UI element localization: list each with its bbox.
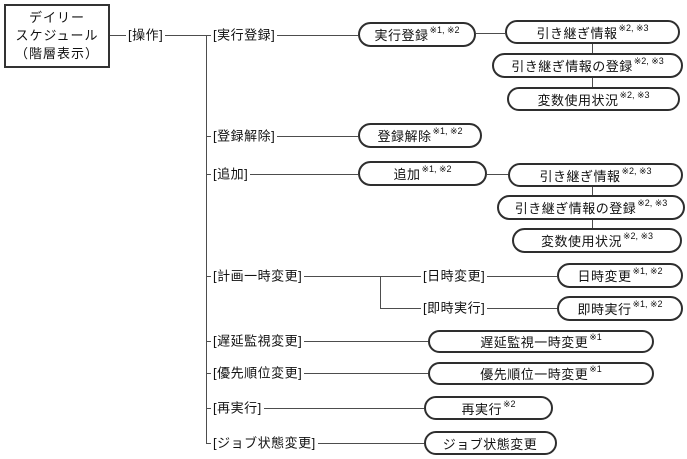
connector-takeover-a1-a2 bbox=[592, 44, 593, 53]
connector-branch-delay-monitor bbox=[206, 341, 428, 342]
node-priority-sup: ※1 bbox=[589, 364, 602, 374]
node-unregister: 登録解除※1, ※2 bbox=[358, 123, 482, 148]
node-datetime-change: 日時変更※1, ※2 bbox=[557, 263, 683, 288]
connector-takeover-a2-a3 bbox=[592, 78, 593, 87]
node-takeover-info-reg-b-sup: ※2, ※3 bbox=[637, 198, 668, 208]
connector-exec-to-takeover-a bbox=[476, 33, 505, 34]
node-takeover-info-reg-b-text: 引き継ぎ情報の登録 bbox=[514, 201, 637, 216]
label-rerun: [再実行] bbox=[211, 400, 264, 416]
connector-plan-subtrunk bbox=[380, 276, 381, 308]
node-takeover-info-reg-a: 引き継ぎ情報の登録※2, ※3 bbox=[492, 53, 683, 78]
node-add-sup: ※1, ※2 bbox=[421, 164, 452, 174]
label-datetime-change: [日時変更] bbox=[421, 268, 488, 284]
connector-branch-rerun bbox=[206, 408, 424, 409]
node-takeover-info-a: 引き継ぎ情報※2, ※3 bbox=[505, 20, 680, 44]
node-takeover-info-a-text: 引き継ぎ情報 bbox=[536, 25, 618, 41]
node-takeover-info-reg-b: 引き継ぎ情報の登録※2, ※3 bbox=[497, 195, 685, 220]
node-var-usage-b: 変数使用状況※2, ※3 bbox=[512, 228, 682, 253]
connector-add-to-takeover-b bbox=[487, 174, 508, 175]
node-takeover-info-reg-a-sup: ※2, ※3 bbox=[633, 56, 664, 66]
node-immediate-exec: 即時実行※1, ※2 bbox=[557, 296, 683, 321]
node-exec-register-sup: ※1, ※2 bbox=[429, 25, 460, 35]
node-var-usage-b-sup: ※2, ※3 bbox=[622, 231, 654, 241]
node-job-status-text: ジョブ状態変更 bbox=[442, 436, 538, 452]
node-priority-text: 優先順位一時変更 bbox=[480, 367, 589, 382]
node-unregister-text: 登録解除 bbox=[377, 129, 432, 144]
node-rerun: 再実行※2 bbox=[424, 396, 553, 420]
node-job-status-change: ジョブ状態変更 bbox=[424, 431, 557, 455]
root-node-line3: （階層表示） bbox=[14, 46, 99, 61]
root-node-daily-schedule: デイリー スケジュール （階層表示） bbox=[4, 4, 110, 68]
label-job-status-change: [ジョブ状態変更] bbox=[211, 435, 318, 451]
connector-takeover-b2-b3 bbox=[592, 220, 593, 228]
node-rerun-sup: ※2 bbox=[502, 398, 516, 409]
node-priority-temp-change: 優先順位一時変更※1 bbox=[428, 362, 654, 385]
connector-branch-exec-register bbox=[206, 35, 358, 36]
connector-branch-add bbox=[206, 174, 358, 175]
label-plan-temp-change: [計画一時変更] bbox=[211, 268, 305, 284]
label-immediate-exec: [即時実行] bbox=[421, 300, 488, 316]
connector-branch-priority bbox=[206, 373, 428, 374]
node-var-usage-a: 変数使用状況※2, ※3 bbox=[507, 87, 680, 111]
node-var-usage-b-text: 変数使用状況 bbox=[540, 234, 622, 249]
node-datetime-change-text: 日時変更 bbox=[577, 269, 632, 284]
node-delay-monitor-text: 遅延監視一時変更 bbox=[480, 335, 589, 350]
node-exec-register: 実行登録※1, ※2 bbox=[358, 22, 476, 47]
node-delay-monitor-temp-change: 遅延監視一時変更※1 bbox=[428, 330, 654, 353]
node-exec-register-text: 実行登録 bbox=[374, 28, 429, 43]
connector-takeover-b1-b2 bbox=[592, 187, 593, 195]
node-takeover-info-reg-a-text: 引き継ぎ情報の登録 bbox=[511, 59, 633, 74]
node-rerun-text: 再実行 bbox=[461, 401, 502, 417]
label-operation: [操作] bbox=[126, 27, 166, 43]
connector-main-trunk bbox=[206, 35, 207, 443]
node-unregister-sup: ※1, ※2 bbox=[432, 126, 463, 136]
connector-branch-unregister bbox=[206, 136, 358, 137]
label-add: [追加] bbox=[211, 166, 251, 182]
node-takeover-info-b-sup: ※2, ※3 bbox=[621, 165, 652, 176]
label-priority-change: [優先順位変更] bbox=[211, 365, 305, 381]
node-immediate-exec-text: 即時実行 bbox=[577, 302, 632, 317]
node-delay-monitor-sup: ※1 bbox=[589, 332, 602, 342]
label-delay-monitor-change: [遅延監視変更] bbox=[211, 333, 305, 349]
root-node-line1: デイリー bbox=[28, 10, 85, 25]
node-var-usage-a-sup: ※2, ※3 bbox=[619, 89, 650, 100]
root-node-line2: スケジュール bbox=[15, 28, 99, 43]
node-takeover-info-a-sup: ※2, ※3 bbox=[618, 22, 649, 33]
node-var-usage-a-text: 変数使用状況 bbox=[537, 92, 619, 108]
node-immediate-exec-sup: ※1, ※2 bbox=[632, 299, 663, 309]
node-datetime-change-sup: ※1, ※2 bbox=[632, 266, 663, 276]
node-takeover-info-b: 引き継ぎ情報※2, ※3 bbox=[508, 163, 683, 187]
node-add-text: 追加 bbox=[393, 167, 421, 182]
label-unregister: [登録解除] bbox=[211, 128, 278, 144]
label-exec-register: [実行登録] bbox=[211, 27, 278, 43]
node-takeover-info-b-text: 引き継ぎ情報 bbox=[539, 168, 621, 184]
node-add: 追加※1, ※2 bbox=[358, 161, 487, 186]
